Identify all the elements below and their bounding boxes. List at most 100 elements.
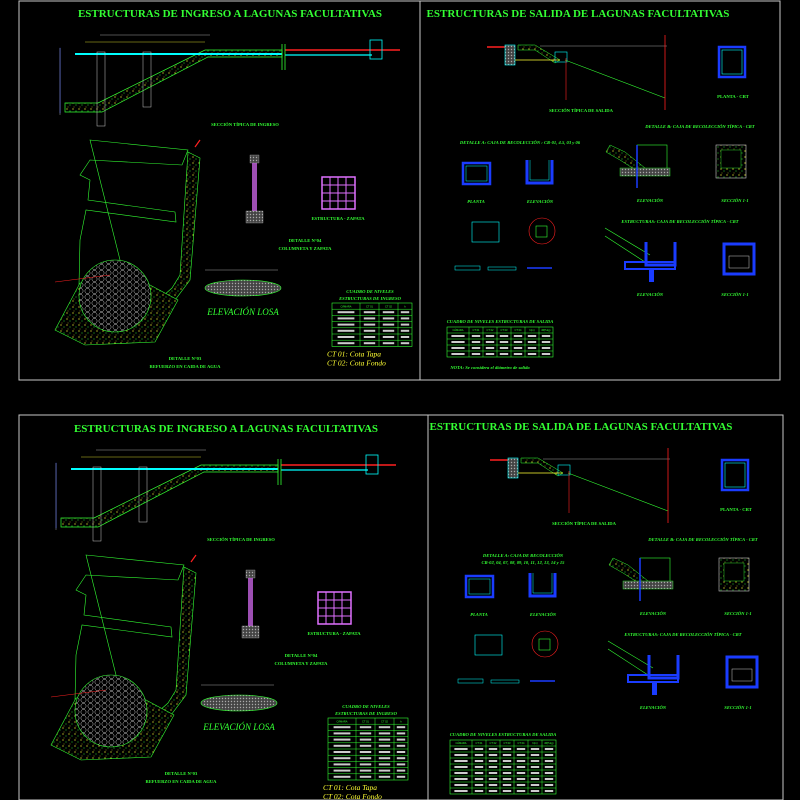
crt2-slope [604,227,651,256]
table-header-cell: h [400,719,402,723]
table-cell [527,347,537,349]
pond-slope [567,472,669,512]
table-cell [530,790,540,792]
table-cell [516,766,526,768]
table-cell [363,342,376,345]
table-cell [471,347,481,349]
detail-a-title: DETALLE A: CAJA DE RECOLECCIÓN : CR-01, … [459,140,581,145]
table-cell [530,784,540,786]
planta-label: PLANTA [470,612,488,617]
manhole-detail [528,217,556,245]
table-cell [530,748,540,750]
outlet-box [507,457,519,479]
table-cell [516,760,526,762]
table-cell [544,772,554,774]
salida-table-header-cell: h(m) [529,328,534,332]
table-cell [333,775,351,778]
caja-top-view [474,634,503,656]
table-cell [474,772,484,774]
table-header-cell: CT 01 [362,719,370,723]
crt-seccion-label: SECCIÓN 1-1 [724,611,751,616]
table-cell [451,335,465,337]
crt-seccion-label: SECCIÓN 1-1 [721,198,748,203]
table-cell [337,336,355,338]
table-cell [474,760,484,762]
table-cell [502,784,512,786]
table-cell [499,335,509,337]
footing [245,210,264,224]
table-cell [530,760,540,762]
salida-table-header-cell: CT 03 [503,741,511,745]
table-cell [359,738,372,741]
crt2-section [725,655,759,689]
caja-top-view [471,221,500,243]
leader-arrow [190,554,197,563]
leader-line [54,274,111,283]
table-cell [382,317,395,320]
table-cell [502,760,512,762]
crt2-elevation [647,655,680,680]
table-cell [378,757,391,760]
gabion-mesh [74,674,148,748]
table-cell [378,726,391,729]
table-cell [363,336,376,338]
table-cell [544,790,554,792]
caja-planta [461,161,492,186]
caja-planta-inner [468,578,491,595]
table-cell [396,732,406,735]
table-cell [363,311,376,314]
support-column [92,466,102,542]
salida-table-header-cell: CT 02 [486,328,494,332]
table-cell [333,732,351,735]
section-label: SECCIÓN TÍPICA DE INGRESO [207,537,275,542]
crt2-elevacion-label: ELEVACIÓN [636,292,664,297]
caja-elevacion-inner [532,573,553,594]
outlet-slope [517,44,561,64]
table-cell [474,784,484,786]
table-cell [488,772,498,774]
salida-table-header-cell: CT 04 [517,741,525,745]
table-cell [363,329,376,332]
crt2-elevation [644,242,677,267]
table-cell [396,757,406,760]
crt-elevacion-label: ELEVACIÓN [639,611,667,616]
table-cell [378,738,391,741]
table-cell [485,353,495,355]
table-cell [488,754,498,756]
ingreso-table-title: ESTRUCTURAS DE INGRESO [338,296,401,301]
detail3-title: DETALLE N°03 [169,356,202,361]
crt-base [619,167,671,177]
ingreso-table-title: ESTRUCTURAS DE INGRESO [334,711,397,716]
caja-elevacion-inner [529,160,550,181]
manhole-frame [535,225,548,238]
table-cell [451,347,465,349]
detail4-title: DETALLE N°04 [285,653,318,658]
crt2-slope [607,648,649,676]
table-cell [359,732,372,735]
salida-table-header-cell: CT 01 [475,741,483,745]
crt-structures-title: ESTRUCTURAS: CAJA DE RECOLECCIÓN TÍPICA … [620,219,738,224]
table-cell [363,323,376,326]
ingreso-table-title: CUADRO DE NIVELES [342,704,390,709]
table-cell [544,766,554,768]
salida-table-header-cell: CT 03 [500,328,508,332]
salida-table-header-cell: Ø(Pulg) [545,741,554,745]
ingreso-title: ESTRUCTURAS DE INGRESO A LAGUNAS FACULTA… [74,423,378,435]
section-label: SECCIÓN TÍPICA DE INGRESO [211,122,279,127]
table-cell [454,778,468,780]
table-cell [502,778,512,780]
table-cell [396,763,406,766]
footing [241,625,260,639]
crt-section-inner [723,562,745,582]
table-header-cell: CÁMARA [336,719,347,723]
detail3-title: DETALLE N°03 [165,771,198,776]
table-cell [454,790,468,792]
crt2-seccion-label: SECCIÓN 1-1 [721,292,748,297]
table-cell [400,336,410,338]
table-cell [359,775,372,778]
planta-crt-inner [724,462,746,488]
sheet-frame [18,414,784,800]
salida-section-label: SECCIÓN TÍPICA DE SALIDA [549,108,614,113]
table-cell [541,353,551,355]
zapata-label: ESTRUCTURA - ZAPATA [311,216,365,221]
